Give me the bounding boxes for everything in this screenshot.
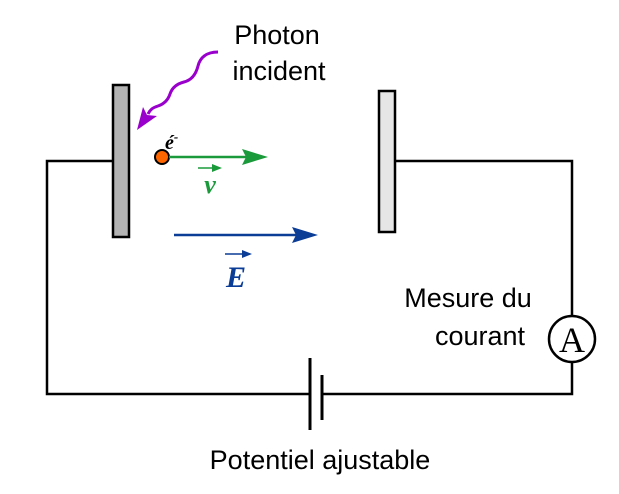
ammeter-circle — [547, 314, 597, 364]
velocity-vector: v — [169, 149, 268, 199]
measure-label-line1: Mesure du — [404, 283, 532, 313]
battery — [308, 358, 324, 430]
field-overarrow-head — [242, 250, 252, 258]
field-label: E — [225, 261, 246, 294]
measure-label-line2: courant — [435, 321, 526, 351]
ammeter-symbol: A — [559, 320, 585, 360]
bottom-right-wire — [322, 362, 574, 396]
photon-label-line2: incident — [232, 56, 326, 86]
velocity-label: v — [204, 170, 216, 199]
velocity-overarrow-head — [212, 164, 222, 172]
photon-wave — [146, 50, 219, 115]
ammeter: A — [547, 314, 597, 364]
left-wire — [45, 159, 310, 396]
field-arrowhead — [292, 227, 318, 243]
collector-plate — [377, 89, 397, 234]
right-wire — [394, 159, 574, 316]
velocity-arrowhead — [242, 149, 268, 165]
photon-label-line1: Photon — [234, 20, 320, 50]
photon-arrowhead — [137, 107, 157, 130]
emitter-plate — [111, 83, 131, 239]
potential-label: Potentiel ajustable — [210, 445, 431, 475]
electron-label: é- — [165, 129, 178, 154]
circuit-wires — [45, 159, 574, 396]
field-vector: E — [174, 227, 318, 294]
photon-arrow — [137, 50, 219, 130]
